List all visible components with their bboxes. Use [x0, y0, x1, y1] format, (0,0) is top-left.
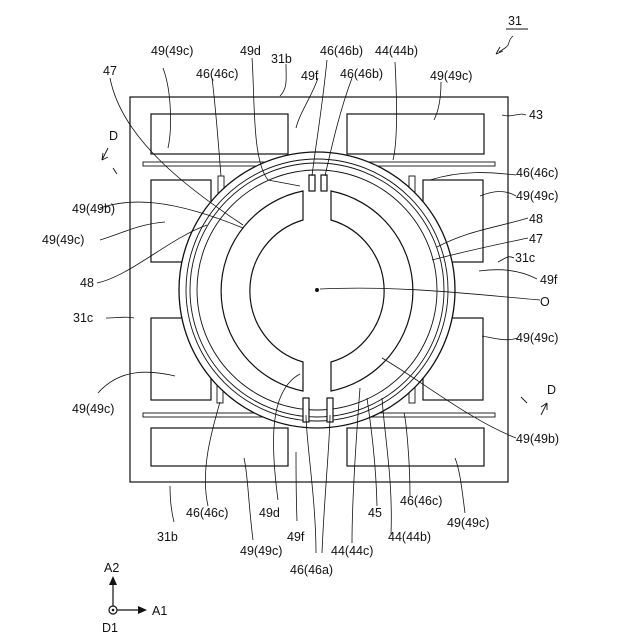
label-D1: D1	[102, 621, 118, 635]
label-49d-bottom: 49d	[259, 506, 280, 520]
label-44b-top: 44(44b)	[375, 44, 418, 58]
label-A1: A1	[152, 604, 167, 618]
label-49d-top: 49d	[240, 44, 261, 58]
electrode-49c-top-left	[151, 114, 288, 154]
label-49f-top: 49f	[301, 69, 319, 83]
label-44b-bottom: 44(44b)	[388, 530, 431, 544]
figure-number-pointer	[499, 36, 513, 52]
label-49c-top-left: 49(49c)	[151, 44, 193, 58]
label-D-bottom: D	[547, 383, 556, 397]
label-D-top: D	[109, 129, 118, 143]
electrode-49c-top-right	[347, 114, 484, 154]
direction-arrow-D-bottom	[521, 397, 547, 415]
label-A2: A2	[104, 561, 119, 575]
label-48-left: 48	[80, 276, 94, 290]
electrode-49c-bottom-left	[151, 428, 288, 466]
label-46c-bottom-left: 46(46c)	[186, 506, 228, 520]
label-48-right: 48	[529, 212, 543, 226]
label-47-right: 47	[529, 232, 543, 246]
label-43: 43	[529, 108, 543, 122]
label-49c-right-upper: 49(49c)	[516, 189, 558, 203]
hinge-46b-right	[321, 175, 327, 191]
label-49c-left-lower: 49(49c)	[72, 402, 114, 416]
label-31c-left: 31c	[73, 311, 93, 325]
label-49c-bottom-mid: 49(49c)	[240, 544, 282, 558]
label-45: 45	[368, 506, 382, 520]
label-O: O	[540, 295, 550, 309]
label-46a: 46(46a)	[290, 563, 333, 577]
label-31b-top: 31b	[271, 52, 292, 66]
label-49b-left: 49(49b)	[72, 202, 115, 216]
label-49c-right-lower: 49(49c)	[516, 331, 558, 345]
label-49f-right: 49f	[540, 273, 558, 287]
label-49c-left-upper: 49(49c)	[42, 233, 84, 247]
label-47-left: 47	[103, 64, 117, 78]
label-46b-b: 46(46b)	[340, 67, 383, 81]
label-31b-bottom: 31b	[157, 530, 178, 544]
electrode-49c-bottom-right	[347, 428, 484, 466]
label-46c-bottom-right: 46(46c)	[400, 494, 442, 508]
figure-number: 31	[508, 14, 522, 28]
label-49f-bottom: 49f	[287, 530, 305, 544]
label-31c-right: 31c	[515, 251, 535, 265]
label-49c-top-right: 49(49c)	[430, 69, 472, 83]
hinge-46b-left	[309, 175, 315, 191]
label-49c-bottom-right: 49(49c)	[447, 516, 489, 530]
coordinate-axes	[109, 576, 147, 614]
direction-arrow-D-top	[102, 148, 117, 174]
center-point-O	[315, 288, 319, 292]
label-46b-a: 46(46b)	[320, 44, 363, 58]
label-44c: 44(44c)	[331, 544, 373, 558]
label-49b-right: 49(49b)	[516, 432, 559, 446]
label-46c-top-left: 46(46c)	[196, 67, 238, 81]
label-46c-top-right: 46(46c)	[516, 166, 558, 180]
